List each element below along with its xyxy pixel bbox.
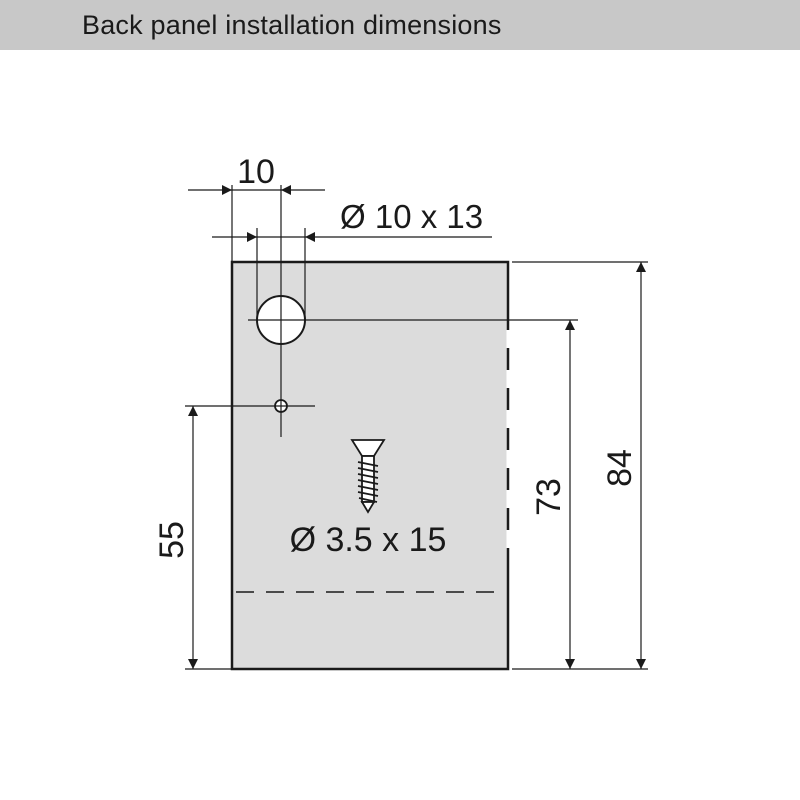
screw-size-label: Ø 3.5 x 15 (290, 521, 447, 559)
dim-label-hole-diameter: Ø 10 x 13 (340, 198, 483, 235)
header-bar: Back panel installation dimensions (0, 0, 800, 50)
dim-label-55: 55 (153, 521, 191, 559)
page-title: Back panel installation dimensions (82, 10, 502, 40)
dim-label-73: 73 (530, 478, 568, 516)
dim-label-10: 10 (237, 153, 275, 191)
dim-label-84: 84 (601, 449, 639, 487)
screw-icon (350, 439, 386, 514)
